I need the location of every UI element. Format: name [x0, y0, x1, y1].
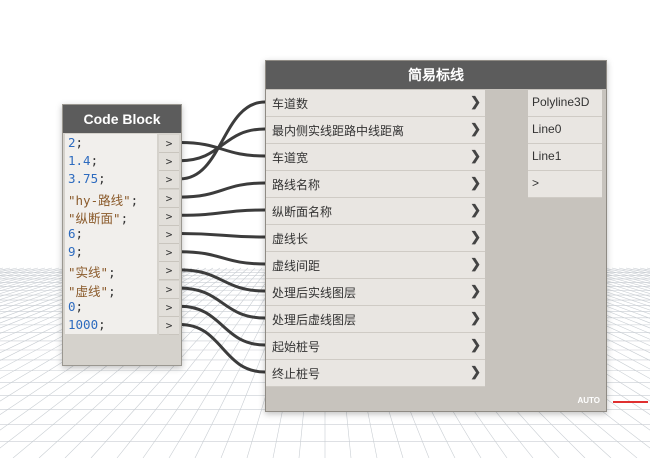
code-terminator: ; [98, 171, 106, 187]
input-port-label: 虚线间距 [272, 259, 321, 273]
code-line: "实线"; [68, 262, 116, 281]
code-value: "纵断面" [68, 210, 121, 226]
code-line: 1000; [68, 317, 106, 332]
code-output-port[interactable]: > [159, 317, 179, 335]
code-output-port[interactable]: > [159, 135, 179, 153]
code-block-title: Code Block [63, 105, 181, 133]
code-value: 0 [68, 298, 76, 314]
input-port-label: 处理后实线图层 [272, 286, 357, 300]
code-line: "纵断面"; [68, 208, 128, 227]
input-port[interactable]: 虚线间距 ❯ [266, 252, 485, 279]
chevron-right-icon: ❯ [470, 310, 481, 325]
code-output-port[interactable]: > [159, 244, 179, 263]
input-port[interactable]: 处理后虚线图层 ❯ [266, 306, 485, 333]
output-port[interactable]: Line0 [528, 117, 602, 144]
input-port[interactable]: 路线名称 ❯ [266, 171, 485, 198]
code-line: 2; [68, 135, 83, 150]
axis-red-line [613, 401, 648, 403]
jianyi-biaoxian-node[interactable]: 简易标线 车道数 ❯ 最内侧实线距路中线距离 ❯ 车道宽 ❯ 路线名称 ❯ 纵断面名称 ❯ 虚线长 ❯… [265, 60, 607, 412]
code-terminator: ; [75, 135, 84, 150]
code-value: "实线" [68, 265, 109, 281]
code-terminator: ; [108, 283, 116, 299]
chevron-right-icon: ❯ [470, 121, 481, 136]
input-port[interactable]: 纵断面名称 ❯ [266, 198, 485, 225]
code-output-port[interactable]: > [159, 153, 179, 172]
code-output-port[interactable]: > [159, 226, 179, 244]
input-port[interactable]: 起始桩号 ❯ [266, 333, 485, 360]
input-port-label: 起始桩号 [272, 340, 321, 354]
code-editor[interactable]: 2;1.4;3.75;"hy-路线";"纵断面";6;9;"实线";"虚线";0… [65, 134, 157, 334]
code-terminator: ; [108, 265, 116, 281]
code-terminator: ; [120, 210, 129, 226]
code-value: "hy-路线" [68, 192, 131, 208]
code-value: 2 [68, 135, 76, 150]
input-port-label: 路线名称 [272, 178, 321, 192]
code-terminator: ; [75, 244, 84, 260]
input-port[interactable]: 车道数 ❯ [266, 90, 485, 117]
chevron-right-icon: ❯ [470, 94, 481, 109]
chevron-right-icon: ❯ [470, 337, 481, 352]
output-port-label: Polyline3D [532, 95, 590, 109]
input-port[interactable]: 车道宽 ❯ [266, 144, 485, 171]
output-port-label: > [532, 176, 540, 190]
code-line: "虚线"; [68, 281, 116, 300]
output-port-label: Line1 [532, 149, 562, 163]
output-port[interactable]: > [528, 171, 602, 198]
code-line: 6; [68, 226, 83, 241]
input-port-label: 最内侧实线距路中线距离 [272, 124, 405, 138]
chevron-right-icon: ❯ [470, 283, 481, 298]
input-port[interactable]: 处理后实线图层 ❯ [266, 279, 485, 306]
input-port-label: 虚线长 [272, 232, 309, 246]
code-terminator: ; [75, 226, 84, 241]
code-output-port[interactable]: > [159, 280, 179, 299]
chevron-right-icon: ❯ [470, 364, 481, 379]
input-port-label: 车道数 [272, 97, 309, 111]
chevron-right-icon: ❯ [470, 256, 481, 271]
output-port[interactable]: Line1 [528, 144, 602, 171]
output-port-label: Line0 [532, 122, 562, 136]
input-port[interactable]: 最内侧实线距路中线距离 ❯ [266, 117, 485, 144]
code-line: "hy-路线"; [68, 190, 138, 209]
code-terminator: ; [75, 298, 84, 314]
code-line: 0; [68, 299, 83, 314]
chevron-right-icon: ❯ [470, 202, 481, 217]
code-value: 6 [68, 226, 76, 241]
output-port[interactable]: Polyline3D [528, 90, 602, 117]
code-line: 3.75; [68, 171, 106, 186]
chevron-right-icon: ❯ [470, 229, 481, 244]
code-output-port[interactable]: > [159, 298, 179, 317]
input-port-label: 处理后虚线图层 [272, 313, 357, 327]
input-port-label: 终止桩号 [272, 367, 321, 381]
code-terminator: ; [98, 317, 106, 332]
code-output-port[interactable]: > [159, 207, 179, 226]
input-port[interactable]: 终止桩号 ❯ [266, 360, 485, 387]
node-title: 简易标线 [266, 61, 606, 89]
code-line: 9; [68, 244, 83, 259]
input-port[interactable]: 虚线长 ❯ [266, 225, 485, 252]
code-block-node[interactable]: Code Block 2;1.4;3.75;"hy-路线";"纵断面";6;9;… [62, 104, 182, 366]
code-value: 1.4 [68, 153, 91, 169]
lacing-label[interactable]: AUTO [577, 396, 600, 405]
code-output-port[interactable]: > [159, 171, 179, 190]
code-value: 3.75 [68, 171, 99, 187]
code-output-port[interactable]: > [159, 189, 179, 208]
code-output-port[interactable]: > [159, 262, 179, 281]
input-port-label: 纵断面名称 [272, 205, 333, 219]
code-value: 1000 [68, 317, 99, 332]
code-line: 1.4; [68, 153, 98, 168]
chevron-right-icon: ❯ [470, 175, 481, 190]
code-value: 9 [68, 244, 76, 260]
chevron-right-icon: ❯ [470, 148, 481, 163]
input-port-label: 车道宽 [272, 151, 309, 165]
code-terminator: ; [130, 192, 139, 208]
code-value: "虚线" [68, 283, 109, 299]
code-terminator: ; [90, 153, 99, 169]
